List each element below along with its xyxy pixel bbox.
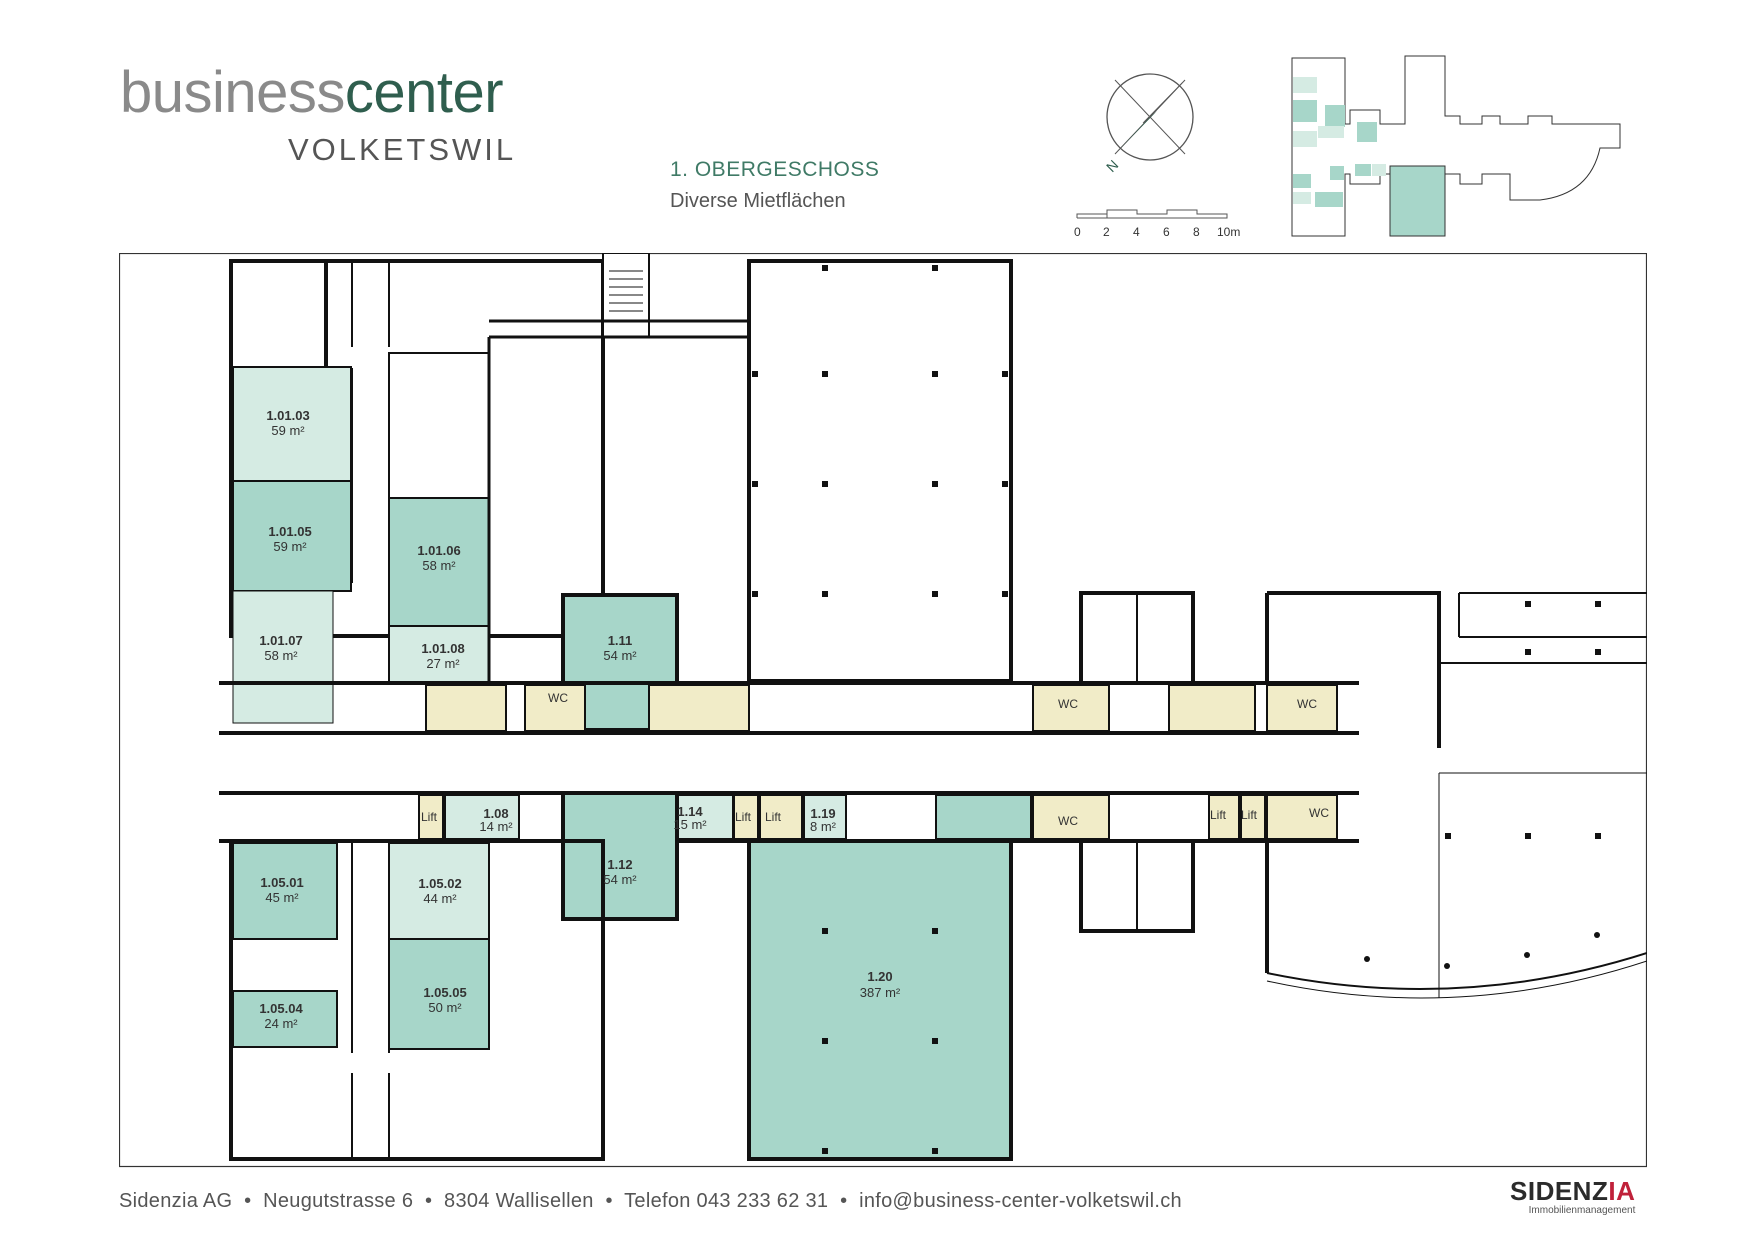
footer-separator: • (244, 1190, 252, 1212)
footer-separator: • (424, 1190, 433, 1212)
scale-bar: 0 2 4 6 8 10m (1074, 209, 1240, 239)
scale-tick: 8 (1193, 225, 1200, 239)
footer-city: 8304 Wallisellen (444, 1190, 594, 1212)
room-1-01-06[interactable] (388, 497, 490, 627)
scale-tick: 2 (1103, 225, 1110, 239)
wc-core (524, 684, 586, 732)
lift-label: Lift (1241, 808, 1258, 822)
brand-part1: business (120, 60, 345, 125)
wc-label: WC (1297, 697, 1317, 711)
room-area: 58 m² (422, 558, 456, 573)
room-label: 1.01.05 (268, 524, 311, 539)
room-1-08[interactable] (444, 794, 520, 840)
wc-label: WC (548, 691, 568, 705)
room-1-01-08[interactable] (388, 625, 490, 683)
room-label: 1.08 (483, 806, 508, 821)
room-label: 1.05.05 (423, 985, 466, 1000)
floor-plan: WC WC WC Lift Lift Lift WC Lift Lift WC (119, 253, 1647, 1168)
room-label: 1.01.03 (266, 408, 309, 423)
brand-wordmark: businesscenter (120, 60, 504, 125)
room-area: 14 m² (479, 819, 513, 834)
room-area: 8 m² (810, 819, 837, 834)
brand-subtitle: VOLKETSWIL (288, 132, 517, 167)
lift-label: Lift (735, 810, 752, 824)
wc-label: WC (1058, 697, 1078, 711)
room-1-01-07[interactable] (232, 590, 334, 724)
room-area: 27 m² (426, 656, 460, 671)
room-1-12[interactable] (561, 791, 679, 921)
scale-tick: 4 (1133, 225, 1140, 239)
wc-core (1266, 684, 1338, 732)
room-area: 45 m² (265, 890, 299, 905)
room-area: 59 m² (273, 539, 307, 554)
floor-title: 1. OBERGESCHOSS (670, 158, 880, 181)
wc-core (1032, 684, 1110, 732)
room-1-05-01[interactable] (232, 842, 338, 940)
room-1-05-02[interactable] (388, 842, 490, 940)
footer-phone: Telefon 043 233 62 31 (624, 1190, 829, 1212)
room-area: 54 m² (603, 648, 637, 663)
room-label: 1.05.01 (260, 875, 303, 890)
room-1-20[interactable] (747, 839, 1013, 1161)
key-plan (1291, 55, 1621, 237)
stair-core (425, 684, 507, 732)
room-area: 50 m² (428, 1000, 462, 1015)
footer-email[interactable]: info@business-center-volketswil.ch (859, 1190, 1182, 1212)
floor-subtitle: Diverse Mietflächen (670, 190, 846, 212)
lift-label: Lift (765, 810, 782, 824)
lift (1240, 794, 1266, 840)
room-area: 54 m² (603, 872, 637, 887)
room-area: 15 m² (673, 817, 707, 832)
room-label: 1.12 (607, 857, 632, 872)
sidenzia-logo: SIDENZIA Immobilienmanagement (1510, 1176, 1635, 1216)
stair-core (648, 684, 750, 732)
compass-icon: N (1103, 73, 1194, 175)
room-label: 1.11 (608, 633, 633, 648)
room-area: 58 m² (264, 648, 298, 663)
stair-core (1168, 684, 1256, 732)
scale-tick: 10m (1217, 225, 1240, 239)
left-wing (229, 259, 605, 724)
footer-separator: • (605, 1190, 613, 1212)
room-area: 44 m² (423, 891, 457, 906)
room-label: 1.05.02 (418, 876, 461, 891)
footer-street: Neugutstrasse 6 (263, 1190, 414, 1212)
lift (1208, 794, 1240, 840)
wc-core (1032, 794, 1110, 840)
scale-tick: 6 (1163, 225, 1170, 239)
east-building (1265, 591, 1647, 999)
room-label: 1.05.04 (259, 1001, 303, 1016)
room-label: 1.20 (867, 969, 892, 984)
lift (418, 794, 444, 840)
room-label: 1.01.07 (259, 633, 302, 648)
footer-company: Sidenzia AG (119, 1190, 233, 1212)
lift-label: Lift (421, 810, 438, 824)
logo-part1: SIDENZ (1510, 1176, 1609, 1206)
room-1-05-05[interactable] (388, 938, 490, 1050)
room-label: 1.14 (677, 804, 703, 819)
wc-label: WC (1058, 814, 1078, 828)
lift-label: Lift (1210, 808, 1227, 822)
brand-logo: businesscenter (120, 60, 504, 125)
brand-part2: center (344, 60, 504, 125)
room-label: 1.01.06 (417, 543, 460, 558)
room-label: 1.01.08 (421, 641, 464, 656)
wc-core (1266, 794, 1338, 840)
footer-separator: • (840, 1190, 848, 1212)
wc-label: WC (1309, 806, 1329, 820)
logo-wordmark: SIDENZIA (1510, 1176, 1635, 1207)
room-1-01-03[interactable] (232, 366, 352, 482)
logo-tagline: Immobilienmanagement (1528, 1205, 1636, 1216)
scale-tick: 0 (1074, 225, 1081, 239)
room-area: 59 m² (271, 423, 305, 438)
room-area: 24 m² (264, 1016, 298, 1031)
room-area: 387 m² (860, 985, 901, 1000)
north-label: N (1103, 157, 1121, 175)
room-1-05-04[interactable] (232, 990, 338, 1048)
footer-contact: Sidenzia AG • Neugutstrasse 6 • 8304 Wal… (119, 1190, 1182, 1213)
logo-part2: IA (1608, 1176, 1636, 1206)
room-label: 1.19 (810, 806, 835, 821)
lift (733, 794, 759, 840)
